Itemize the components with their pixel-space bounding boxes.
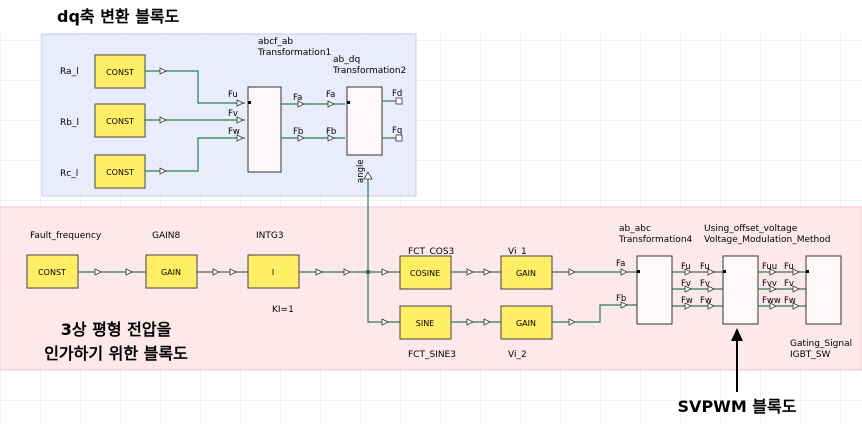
t4-port-fw: Fw bbox=[681, 296, 693, 306]
gain8-label: GAIN8 bbox=[152, 231, 181, 241]
transformation4-type: ab_abc bbox=[619, 224, 651, 234]
gating-name: IGBT_SW bbox=[790, 350, 831, 360]
integrator-block[interactable]: I bbox=[247, 254, 300, 289]
mod-port-fu: Fu bbox=[700, 262, 710, 272]
gain8-block[interactable]: GAIN bbox=[145, 254, 198, 289]
fault-frequency-label: Fault_frequency bbox=[30, 231, 102, 241]
fault-frequency-const-block[interactable]: CONST bbox=[26, 254, 79, 289]
svg-text:I: I bbox=[272, 268, 274, 277]
t1-port-fa: Fa bbox=[293, 93, 302, 103]
t1-port-fu: Fu bbox=[228, 90, 238, 100]
svg-text:GAIN: GAIN bbox=[516, 269, 536, 278]
const-block-rc[interactable]: CONST bbox=[94, 154, 146, 189]
const-block-ra[interactable]: CONST bbox=[94, 54, 146, 89]
t4-port-fu: Fu bbox=[681, 262, 691, 272]
svg-text:COSINE: COSINE bbox=[410, 269, 440, 278]
svg-text:CONST: CONST bbox=[38, 268, 66, 277]
ki-label: KI=1 bbox=[272, 305, 294, 315]
svg-text:CONST: CONST bbox=[106, 117, 134, 126]
t2-port-fq: Fq bbox=[392, 126, 402, 136]
fct-cos3-label: FCT_COS3 bbox=[408, 247, 454, 257]
voltage-diagram-title-line2: 인가하기 위한 블록도 bbox=[44, 344, 188, 363]
mod-port-fw: Fw bbox=[700, 296, 712, 306]
transformation1-block[interactable] bbox=[247, 86, 282, 173]
modulation-name: Voltage_Modulation_Method bbox=[704, 235, 830, 245]
rc-label: Rc_l bbox=[60, 169, 78, 179]
voltage-diagram-title-line1: 3상 평형 전압을 bbox=[61, 320, 172, 339]
mod-port-fuu: Fuu bbox=[762, 262, 777, 272]
transformation4-name: Transformation4 bbox=[618, 235, 693, 245]
t1-port-fb: Fb bbox=[293, 127, 303, 137]
const-block-rb[interactable]: CONST bbox=[94, 103, 146, 138]
t2-output-terminal-q bbox=[395, 134, 403, 142]
mod-port-fww: Fww bbox=[762, 296, 781, 306]
vi2-label: Vi_2 bbox=[508, 350, 527, 360]
t2-port-fa: Fa bbox=[326, 90, 335, 100]
svg-text:GAIN: GAIN bbox=[516, 319, 536, 328]
ra-label: Ra_l bbox=[60, 67, 79, 77]
fct-sine3-label: FCT_SINE3 bbox=[408, 350, 456, 360]
svpwm-pointer-head bbox=[731, 328, 743, 341]
transformation2-type: ab_dq bbox=[333, 55, 360, 65]
svg-text:CONST: CONST bbox=[106, 68, 134, 77]
transformation1-type: abcf_ab bbox=[258, 37, 293, 47]
mod-port-fvv: Fvv bbox=[762, 279, 777, 289]
gate-port-fv: Fv bbox=[784, 279, 794, 289]
svg-text:SINE: SINE bbox=[416, 319, 434, 328]
branch-junction bbox=[365, 269, 371, 275]
svg-text:CONST: CONST bbox=[106, 168, 134, 177]
t2-port-angle: angle bbox=[356, 159, 366, 183]
svg-text:GAIN: GAIN bbox=[161, 268, 181, 277]
gate-port-fu: Fu bbox=[784, 262, 794, 272]
t4-port-fa: Fa bbox=[616, 259, 625, 269]
gating-signal-block[interactable] bbox=[805, 255, 842, 325]
vi1-label: Vi_1 bbox=[508, 247, 527, 257]
sine-block[interactable]: SINE bbox=[399, 305, 452, 340]
cosine-block[interactable]: COSINE bbox=[399, 255, 452, 290]
transformation2-block[interactable] bbox=[346, 86, 383, 156]
gate-port-fw: Fw bbox=[784, 296, 796, 306]
voltage-modulation-block[interactable] bbox=[722, 255, 759, 325]
rb-label: Rb_l bbox=[60, 118, 79, 128]
t1-port-fw: Fw bbox=[228, 127, 240, 137]
modulation-type: Using_offset_voltage bbox=[704, 224, 798, 234]
t4-port-fv: Fv bbox=[681, 279, 691, 289]
transformation1-name: Transformation1 bbox=[257, 48, 331, 58]
mod-port-fv: Fv bbox=[700, 279, 710, 289]
gating-type: Gating_Signal bbox=[790, 339, 852, 349]
transformation2-name: Transformation2 bbox=[332, 66, 406, 76]
t4-port-fb: Fb bbox=[616, 294, 626, 304]
transformation4-block[interactable] bbox=[636, 255, 673, 325]
intg3-label: INTG3 bbox=[256, 231, 284, 241]
t2-output-terminal-d bbox=[395, 97, 403, 105]
t2-port-fb: Fb bbox=[326, 127, 336, 137]
svpwm-diagram-title: SVPWM 블록도 bbox=[678, 397, 797, 416]
t2-port-fd: Fd bbox=[392, 89, 402, 99]
t1-port-fv: Fv bbox=[228, 109, 238, 119]
dq-diagram-title: dq축 변환 블록도 bbox=[57, 7, 180, 26]
vi2-gain-block[interactable]: GAIN bbox=[500, 305, 553, 340]
vi1-gain-block[interactable]: GAIN bbox=[500, 255, 553, 290]
